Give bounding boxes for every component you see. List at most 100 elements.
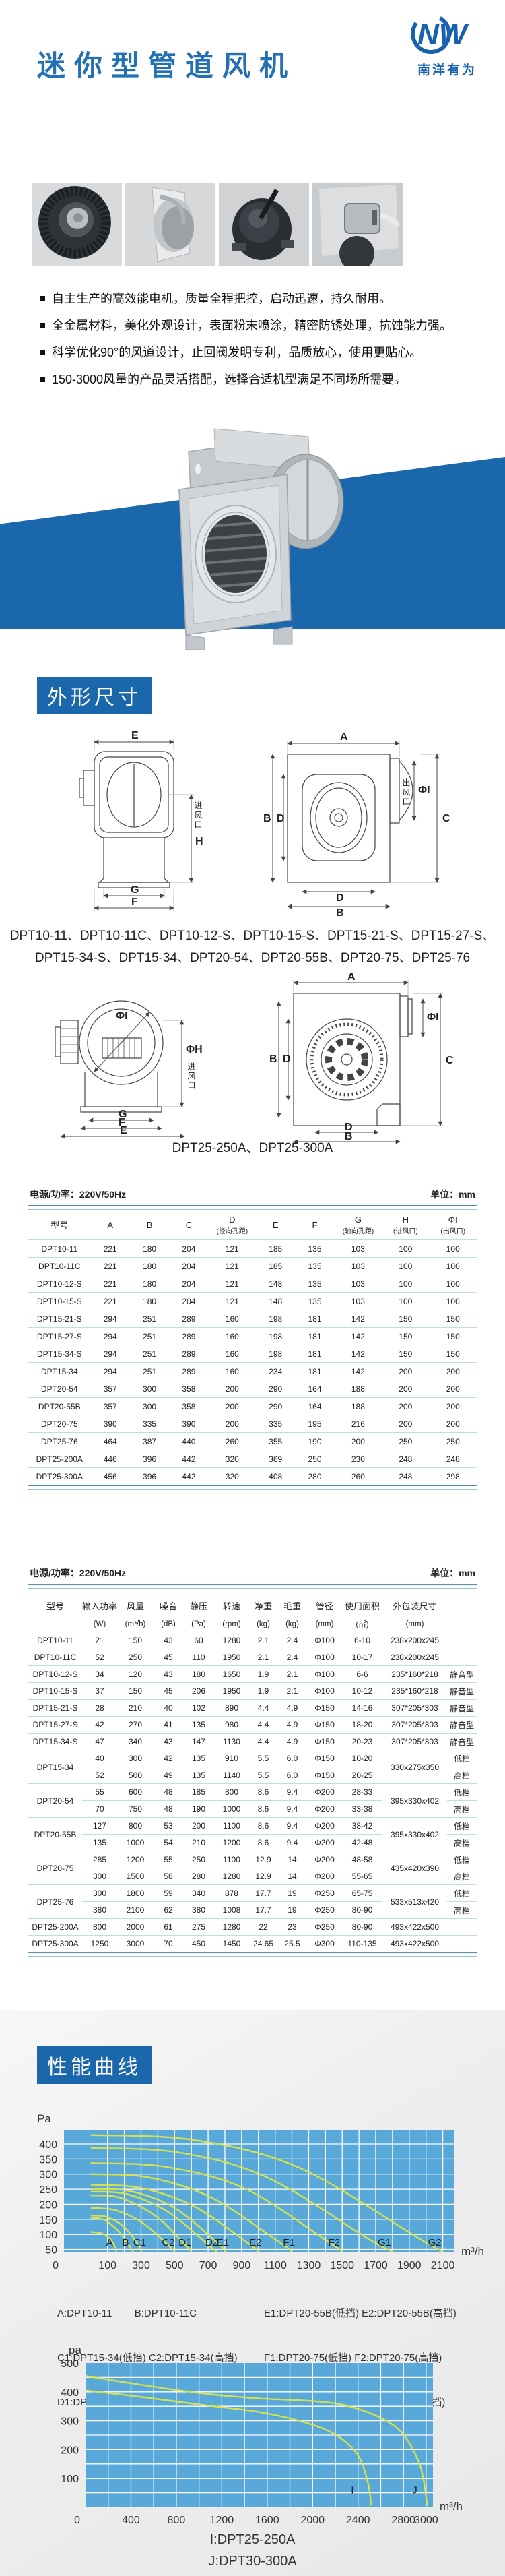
table-cell: 164 [295, 1397, 335, 1415]
table-cell: 180 [129, 1275, 170, 1293]
table-cell: 150 [382, 1327, 430, 1345]
svg-text:800: 800 [168, 2515, 186, 2526]
table-cell: 60 [183, 1632, 214, 1649]
svg-text:D1: D1 [178, 2237, 191, 2248]
table-cell: 250 [183, 1851, 214, 1868]
table-cell: 251 [129, 1310, 170, 1328]
table-cell: 80-90 [342, 1901, 382, 1919]
dimension-drawing-front-view: E H 进风口 G F [59, 730, 224, 922]
table-cell: 248 [429, 1450, 477, 1468]
table-cell: 10-20 [342, 1750, 382, 1767]
table-cell: 358 [169, 1380, 209, 1398]
dim-label: G [131, 884, 139, 896]
package-cell: 395x330x402 [382, 1817, 447, 1851]
column-header: 风量 [126, 1601, 144, 1612]
column-header: F [312, 1219, 318, 1230]
package-cell: 395x330x402 [382, 1783, 447, 1818]
table-cell: 23 [277, 1918, 307, 1936]
svg-text:I: I [351, 2484, 354, 2496]
table-cell: 280 [183, 1868, 214, 1885]
table-cell: 2.1 [277, 1665, 307, 1683]
table-cell: 28-33 [342, 1783, 382, 1801]
table-cell: 10-12 [342, 1682, 382, 1700]
table-cell: 380 [183, 1901, 214, 1919]
table-cell: 58 [154, 1868, 183, 1885]
column-header: 静压 [189, 1601, 207, 1612]
table-cell: 43 [154, 1632, 183, 1649]
table-cell: DPT10-12-S [28, 1275, 91, 1293]
table-cell: 216 [334, 1415, 382, 1433]
table-cell: 103 [334, 1239, 382, 1258]
table-cell: 9.4 [277, 1800, 307, 1818]
dim-label: A [347, 971, 356, 983]
unit-label: 单位：mm [430, 1568, 475, 1578]
table-cell: Φ100 [307, 1682, 342, 1700]
column-header: 外包装尺寸 [393, 1601, 437, 1612]
table-cell: 8.6 [249, 1783, 277, 1801]
table-cell: 9.4 [277, 1834, 307, 1851]
dim-label: ΦI [418, 785, 430, 796]
table-cell: 357 [90, 1380, 130, 1398]
table-cell: 200 [382, 1362, 430, 1380]
svg-text:300: 300 [61, 2416, 79, 2428]
note-cell: 高档 [447, 1767, 477, 1784]
table-cell: 22 [249, 1918, 277, 1936]
table-cell: 206 [183, 1682, 214, 1700]
table-cell: 390 [90, 1415, 130, 1433]
table-cell: DPT25-76 [28, 1432, 91, 1450]
table-cell: 980 [214, 1716, 249, 1734]
column-unit [28, 1617, 82, 1632]
table-cell: 121 [208, 1257, 256, 1275]
section-title-performance: 性能曲线 [37, 2046, 152, 2084]
table-cell: 1100 [214, 1817, 249, 1835]
table-cell: 20-25 [342, 1767, 382, 1784]
feature-item: 科学优化90°的风道设计，止回阀发明专利，品质放心，使用更贴心。 [38, 342, 476, 363]
table-cell: 4.4 [249, 1733, 277, 1750]
table-cell: Φ150 [307, 1699, 342, 1717]
thumbnail-housing [125, 183, 215, 266]
svg-text:1500: 1500 [330, 2260, 354, 2271]
package-cell: 533x513x420 [382, 1884, 447, 1919]
dim-label-outlet: 出风口 [401, 778, 411, 807]
table-cell: 18-20 [342, 1716, 382, 1734]
column-header: A [107, 1219, 114, 1230]
column-unit: (kg) [257, 1620, 270, 1628]
table-cell: 5.5 [249, 1767, 277, 1784]
table-cell: 38-42 [342, 1817, 382, 1835]
table-cell: 357 [90, 1397, 130, 1415]
table-cell: 198 [256, 1310, 296, 1328]
table-cell: Φ150 [307, 1750, 342, 1767]
svg-text:100: 100 [98, 2260, 116, 2271]
package-cell: 435x420x390 [382, 1851, 447, 1885]
table-cell: 142 [334, 1362, 382, 1380]
column-header: ΦI(出风口) [440, 1214, 466, 1235]
table-cell: 45 [154, 1649, 183, 1666]
table-cell: Φ250 [307, 1901, 342, 1919]
divider [28, 1205, 477, 1210]
table-cell: 188 [334, 1380, 382, 1398]
table-cell: DPT20-54 [28, 1380, 91, 1398]
table-cell: 340 [117, 1733, 154, 1750]
table-cell: 42-48 [342, 1834, 382, 1851]
table-cell: 142 [334, 1327, 382, 1345]
table-cell: 135 [295, 1239, 335, 1258]
table-cell: 198 [256, 1345, 296, 1363]
note-cell: 低档 [447, 1851, 477, 1868]
table-cell: 5.5 [249, 1750, 277, 1767]
model-cell: DPT25-300A [28, 1935, 82, 1952]
table-cell: 300 [129, 1380, 170, 1398]
power-label: 电源/功率：220V/50Hz [30, 1568, 127, 1578]
table-cell: 800 [117, 1817, 154, 1835]
brand-logo: NW 南洋有为 [407, 8, 487, 78]
table-cell: 45 [154, 1682, 183, 1700]
svg-text:G1: G1 [378, 2237, 391, 2248]
package-cell: 330x275x350 [382, 1750, 447, 1784]
table-cell: 355 [256, 1432, 296, 1450]
